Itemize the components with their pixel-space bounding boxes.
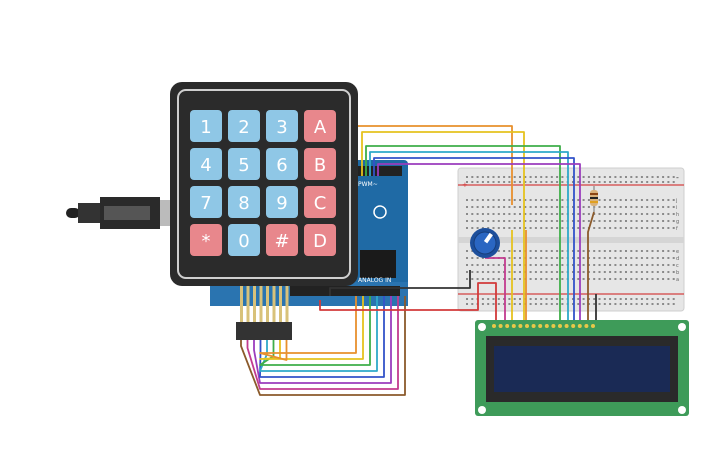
breadboard-row-letter: g	[676, 219, 679, 225]
keypad-key[interactable]	[190, 110, 222, 142]
keypad-key[interactable]	[228, 224, 260, 256]
wire	[253, 296, 392, 384]
keypad-key[interactable]	[266, 110, 298, 142]
wire	[259, 296, 385, 378]
keypad-key[interactable]	[266, 148, 298, 180]
keypad-key[interactable]	[304, 110, 336, 142]
wire	[485, 257, 506, 320]
wire	[587, 211, 595, 320]
lcd-display	[475, 320, 689, 416]
breadboard-plus-label: +	[462, 181, 468, 189]
wire	[361, 131, 525, 320]
wire	[259, 296, 364, 360]
keypad-key-label: A	[314, 117, 327, 138]
breadboard-row-letter: d	[676, 256, 679, 262]
keypad-key-label: *	[202, 231, 211, 252]
keypad-key-label: 3	[276, 117, 287, 138]
keypad-key-label: 5	[238, 155, 249, 176]
wire	[329, 270, 471, 296]
breadboard-row-letter: b	[676, 270, 679, 276]
keypad-key-label: 6	[276, 155, 287, 176]
wire	[319, 282, 497, 320]
keypad-key[interactable]	[228, 110, 260, 142]
breadboard-minus-label: -	[676, 173, 679, 182]
pwm-label: PWM~	[358, 181, 378, 188]
analog-in-label: ANALOG IN	[358, 277, 391, 284]
breadboard-row-letter: i	[676, 205, 677, 211]
keypad-key[interactable]	[304, 224, 336, 256]
keypad-connector	[236, 286, 292, 340]
keypad-key-label: 8	[238, 193, 249, 214]
breadboard-row-letter: c	[676, 263, 679, 269]
keypad-key[interactable]	[190, 148, 222, 180]
keypad-key[interactable]	[228, 186, 260, 218]
keypad-key[interactable]	[266, 224, 298, 256]
wire	[377, 163, 581, 320]
breadboard-row-letter: e	[676, 249, 679, 255]
wire	[246, 296, 399, 390]
breadboard-row-letter: h	[676, 212, 679, 218]
keypad-key-label: 4	[200, 155, 211, 176]
keypad-key[interactable]	[190, 224, 222, 256]
keypad-key-label: #	[274, 231, 289, 252]
wire	[259, 296, 371, 366]
potentiometer-icon	[470, 228, 500, 258]
wire	[365, 145, 561, 320]
keypad-key[interactable]	[228, 148, 260, 180]
lcd-screen	[494, 346, 670, 392]
wire	[373, 157, 575, 320]
breadboard-row-letter: f	[676, 226, 678, 232]
keypad-key[interactable]	[266, 186, 298, 218]
keypad-key-label: D	[313, 231, 327, 252]
keypad-key-label: 2	[238, 117, 249, 138]
keypad-key-label: 0	[238, 231, 249, 252]
keypad: 1 2 3 A 4 5 6 B 7 8 9 C * 0 # D	[170, 82, 358, 286]
keypad-key[interactable]	[304, 186, 336, 218]
keypad-key-label: 1	[200, 117, 211, 138]
keypad-key[interactable]	[304, 148, 336, 180]
keypad-key-label: 7	[200, 193, 211, 214]
keypad-key-label: B	[314, 155, 326, 176]
resistor-icon	[590, 186, 598, 212]
wire	[259, 296, 357, 361]
wires	[240, 125, 597, 396]
wire	[259, 296, 378, 372]
breadboard-row-letter: a	[676, 277, 679, 283]
keypad-key-label: 9	[276, 193, 287, 214]
wire	[240, 296, 406, 396]
usb-plug-icon	[66, 197, 178, 229]
keypad-key-label: C	[314, 193, 327, 214]
breadboard-row-letter: j	[675, 198, 677, 204]
keypad-key[interactable]	[190, 186, 222, 218]
wire	[369, 151, 569, 320]
